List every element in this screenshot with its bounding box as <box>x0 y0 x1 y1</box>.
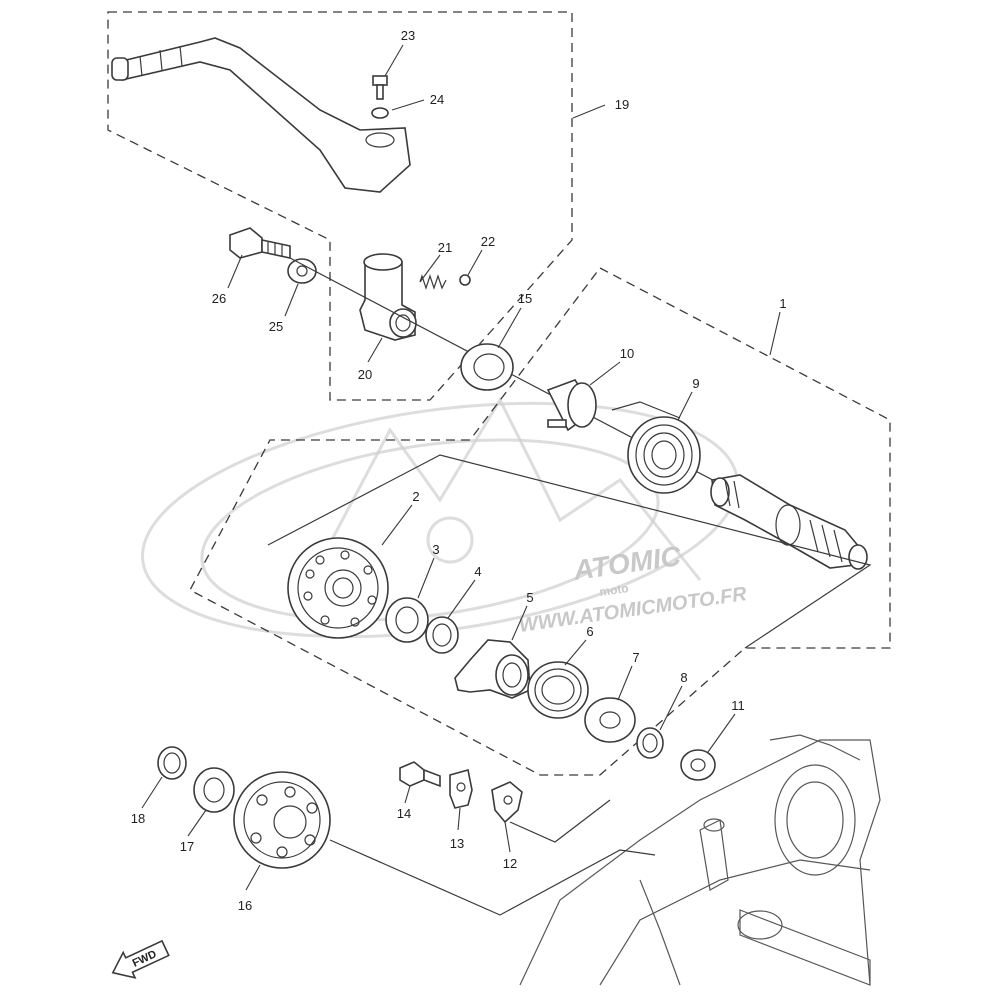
callout-2: 2 <box>412 489 419 504</box>
kick-axle <box>710 474 868 570</box>
washer-17 <box>193 767 235 813</box>
callout-1: 1 <box>779 296 786 311</box>
callout-22: 22 <box>481 234 495 249</box>
callout-19: 19 <box>615 97 629 112</box>
washer-25 <box>287 258 317 284</box>
bolt-26 <box>229 227 291 259</box>
callout-8: 8 <box>680 670 687 685</box>
assembly-axis-lower <box>329 839 656 916</box>
callout-24: 24 <box>430 92 444 107</box>
washer-3 <box>385 597 429 643</box>
watermark-brand: ATOMIC <box>571 540 684 586</box>
circlip-4 <box>425 616 459 654</box>
bolt-23 <box>372 75 388 100</box>
callout-23: 23 <box>401 28 415 43</box>
ball-22 <box>459 274 471 286</box>
ratchet-5 <box>454 639 531 699</box>
bolt-14 <box>399 761 441 788</box>
idler-gear-16 <box>233 771 331 869</box>
callout-15: 15 <box>518 291 532 306</box>
callout-10: 10 <box>620 346 634 361</box>
group-19-outline <box>107 11 573 401</box>
torsion-spring-9 <box>611 401 701 494</box>
washer-7 <box>584 697 636 743</box>
callout-11: 11 <box>731 698 745 713</box>
washer-11 <box>680 749 716 781</box>
leader-lines <box>141 44 781 891</box>
callout-21: 21 <box>438 240 452 255</box>
callout-14: 14 <box>397 806 411 821</box>
callout-4: 4 <box>474 564 481 579</box>
callout-16: 16 <box>238 898 252 913</box>
bearing-15 <box>460 343 514 391</box>
spring-21 <box>419 274 447 290</box>
plate-13 <box>449 768 473 809</box>
assembly-axis-guide <box>509 799 611 843</box>
guide-12 <box>491 781 523 824</box>
washer-24 <box>371 107 389 119</box>
watermark-sub: moto <box>598 581 629 599</box>
callout-17: 17 <box>180 839 194 854</box>
callout-18: 18 <box>131 811 145 826</box>
callout-5: 5 <box>526 590 533 605</box>
kick-gear-2 <box>287 537 389 639</box>
kick-boss-20 <box>359 253 417 341</box>
callout-6: 6 <box>586 624 593 639</box>
callout-12: 12 <box>503 856 517 871</box>
assembly-plane-group-1 <box>267 454 872 649</box>
fwd-arrow-icon: FWD <box>111 939 170 979</box>
group-1-outline <box>189 267 891 776</box>
callout-3: 3 <box>432 542 439 557</box>
callout-13: 13 <box>450 836 464 851</box>
callout-numbers: 23 24 19 21 22 26 25 20 15 10 9 1 2 3 4 … <box>131 28 787 913</box>
engine-case <box>519 734 881 986</box>
spring-6 <box>527 661 589 719</box>
callout-26: 26 <box>212 291 226 306</box>
kick-lever <box>111 37 411 193</box>
circlip-8 <box>636 727 664 759</box>
collar-10 <box>546 379 597 432</box>
watermark-url: WWW.ATOMICMOTO.FR <box>518 583 749 637</box>
callout-20: 20 <box>358 367 372 382</box>
circlip-18 <box>157 746 187 780</box>
callout-9: 9 <box>692 376 699 391</box>
callout-7: 7 <box>632 650 639 665</box>
callout-25: 25 <box>269 319 283 334</box>
